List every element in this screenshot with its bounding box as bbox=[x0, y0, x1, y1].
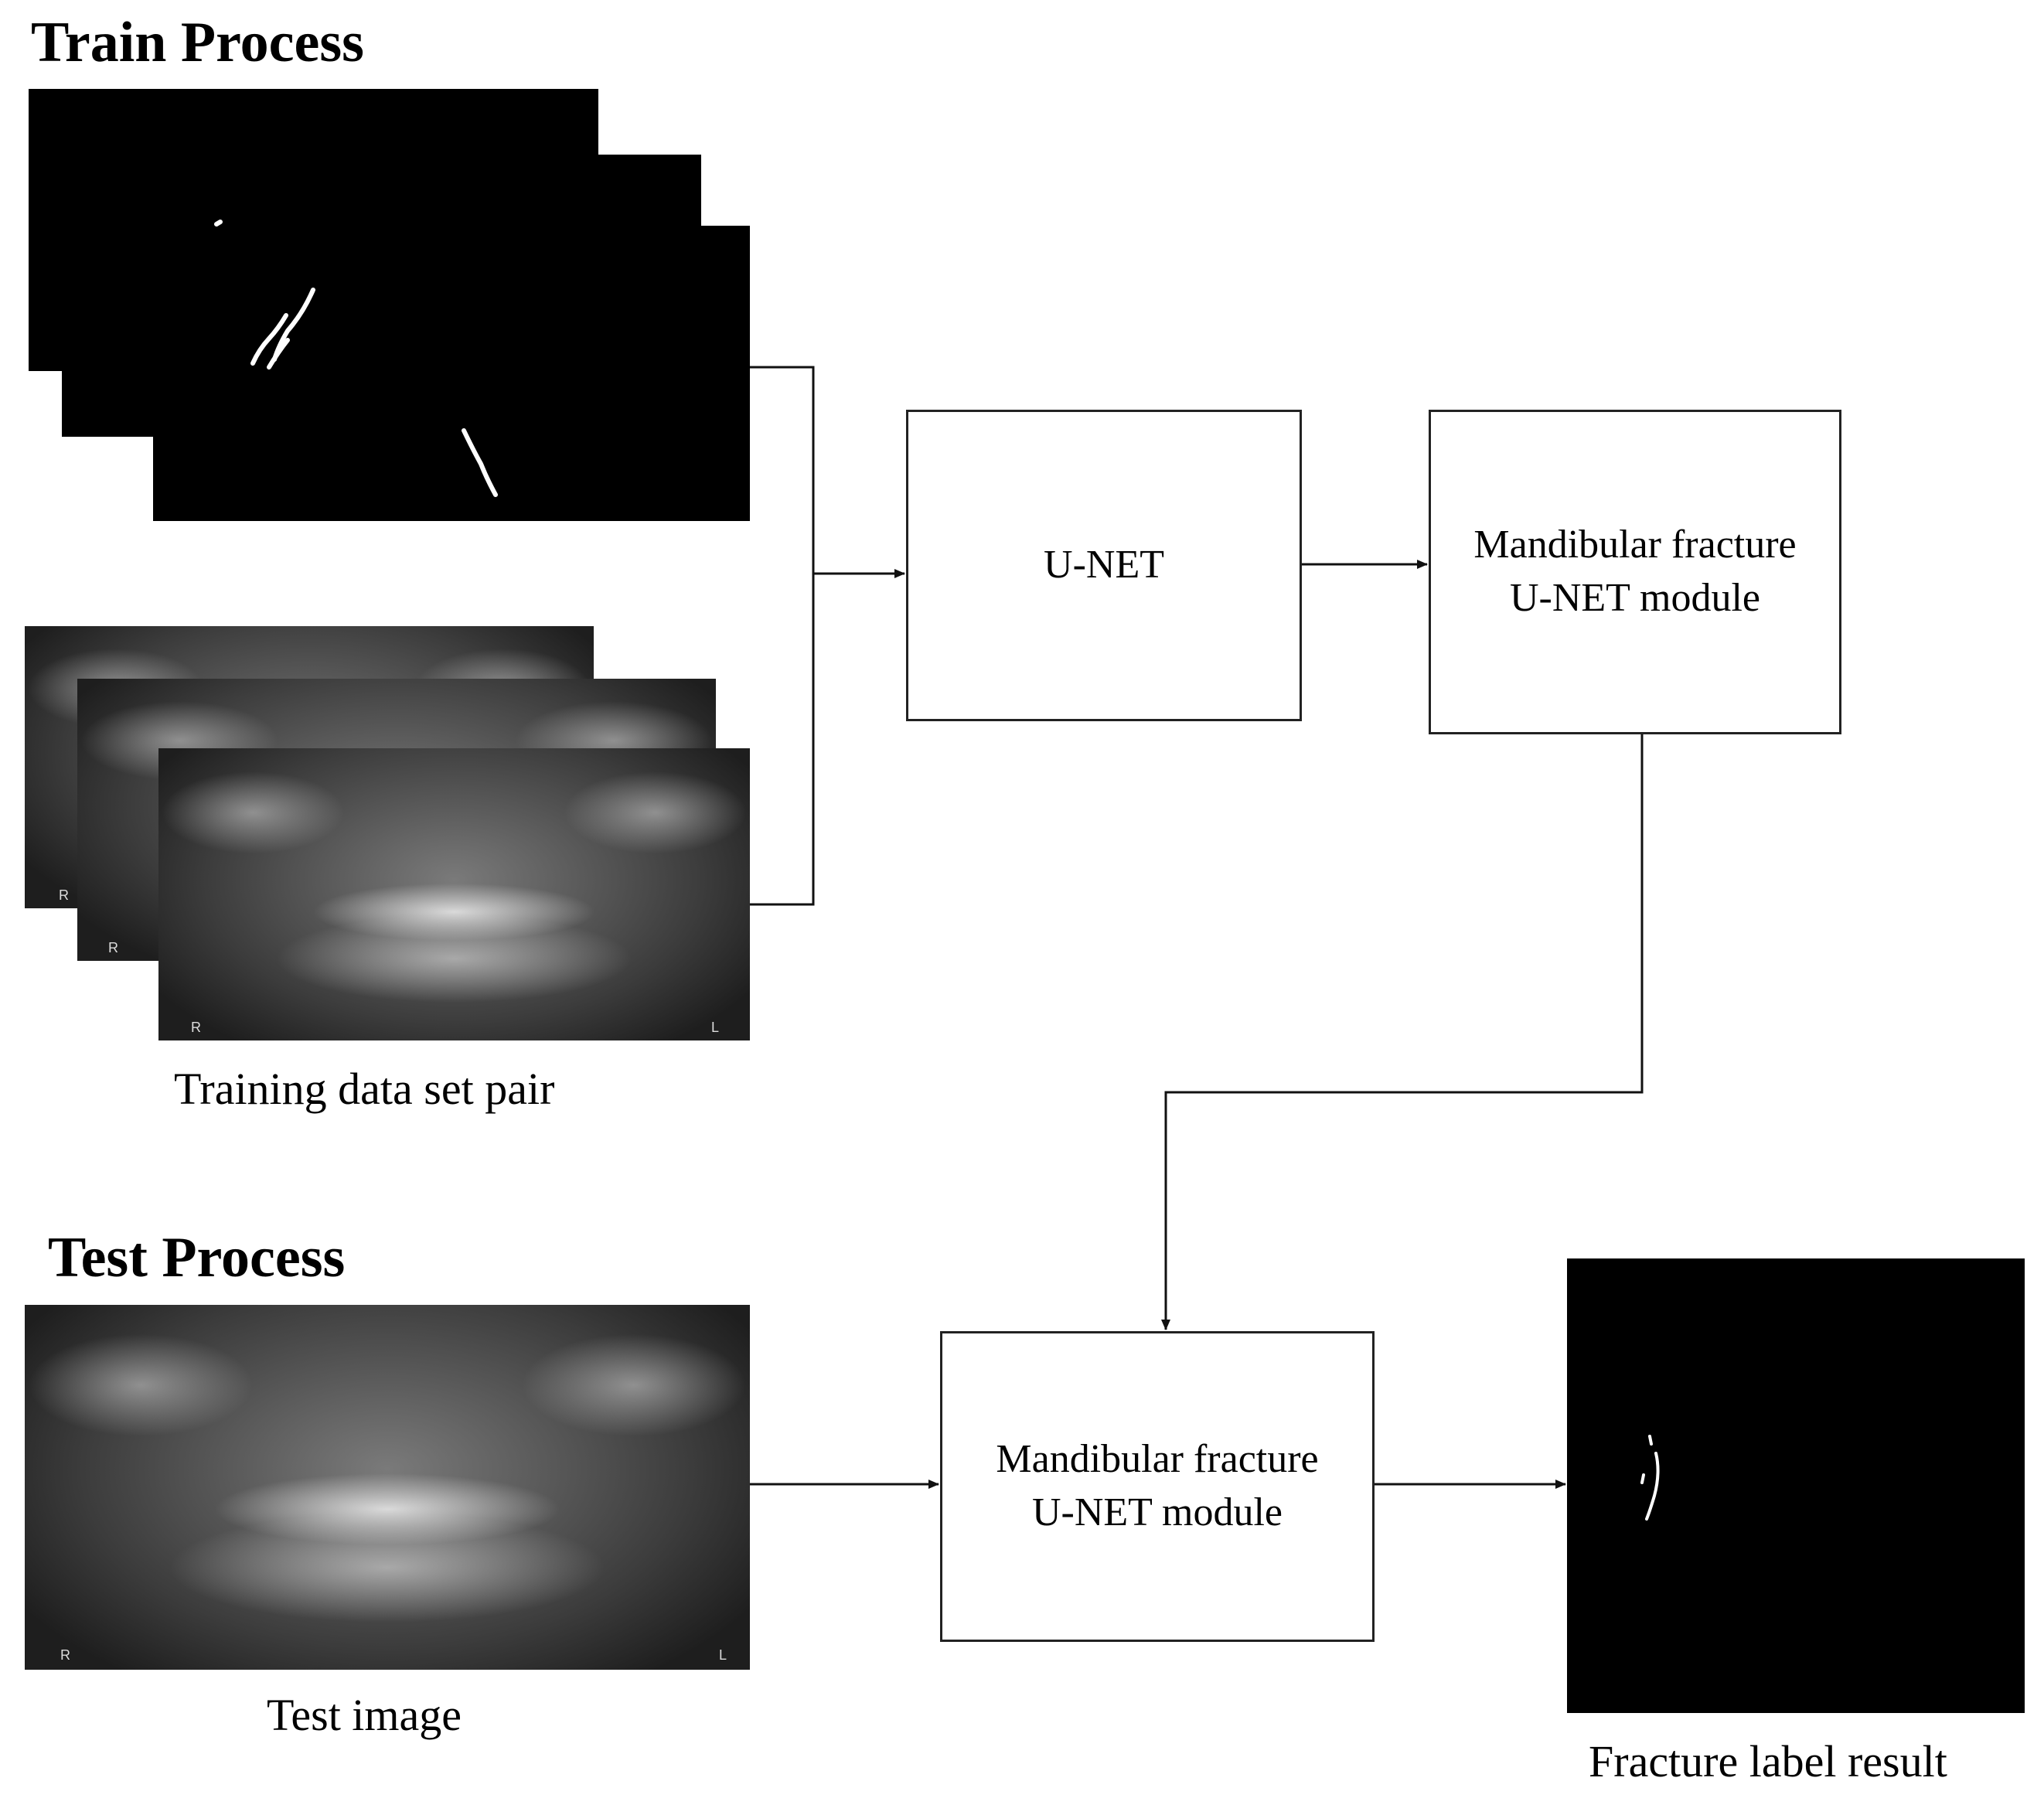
train-process-heading: Train Process bbox=[31, 11, 364, 74]
mandibular-fracture-module-train-box: Mandibular fracture U-NET module bbox=[1429, 410, 1841, 734]
training-mask-front bbox=[153, 226, 750, 521]
training-mask-connector bbox=[750, 366, 815, 906]
fracture-line bbox=[267, 338, 290, 370]
test-xray-image: R L bbox=[25, 1305, 750, 1670]
training-fracture-lines bbox=[214, 220, 498, 497]
xray-side-marker: R bbox=[108, 940, 118, 955]
fracture-label-result-caption: Fracture label result bbox=[1589, 1736, 1947, 1786]
result-fracture-lines bbox=[1640, 1435, 1660, 1521]
unet-box: U-NET bbox=[906, 410, 1302, 721]
mandibular-fracture-module-test-box: Mandibular fracture U-NET module bbox=[940, 1331, 1375, 1642]
fracture-label-result-image bbox=[1567, 1258, 2025, 1713]
module-to-test-module-arrow bbox=[1161, 734, 1644, 1330]
fracture-line bbox=[1640, 1473, 1645, 1484]
fracture-line bbox=[1648, 1435, 1653, 1446]
module-box-line-1: Mandibular fracture bbox=[996, 1437, 1319, 1482]
test-image-caption: Test image bbox=[267, 1690, 462, 1740]
xray-side-marker: R bbox=[60, 1647, 70, 1663]
training-xray-front: R L bbox=[158, 748, 750, 1040]
fracture-line bbox=[1645, 1452, 1660, 1521]
module-box-line-2: U-NET module bbox=[1510, 576, 1760, 620]
test-process-heading: Test Process bbox=[48, 1226, 346, 1289]
fracture-line bbox=[250, 313, 288, 366]
fracture-line bbox=[462, 428, 498, 497]
unet-box-label: U-NET bbox=[1044, 543, 1164, 587]
xray-side-marker: L bbox=[710, 1020, 719, 1035]
xray-side-marker: R bbox=[191, 1020, 201, 1035]
xray-side-marker: R bbox=[59, 887, 69, 903]
training-data-caption: Training data set pair bbox=[174, 1064, 555, 1114]
xray-side-marker: L bbox=[718, 1647, 727, 1663]
module-box-line-2: U-NET module bbox=[1032, 1490, 1283, 1534]
module-box-line-1: Mandibular fracture bbox=[1473, 523, 1797, 567]
fracture-line bbox=[214, 220, 223, 226]
